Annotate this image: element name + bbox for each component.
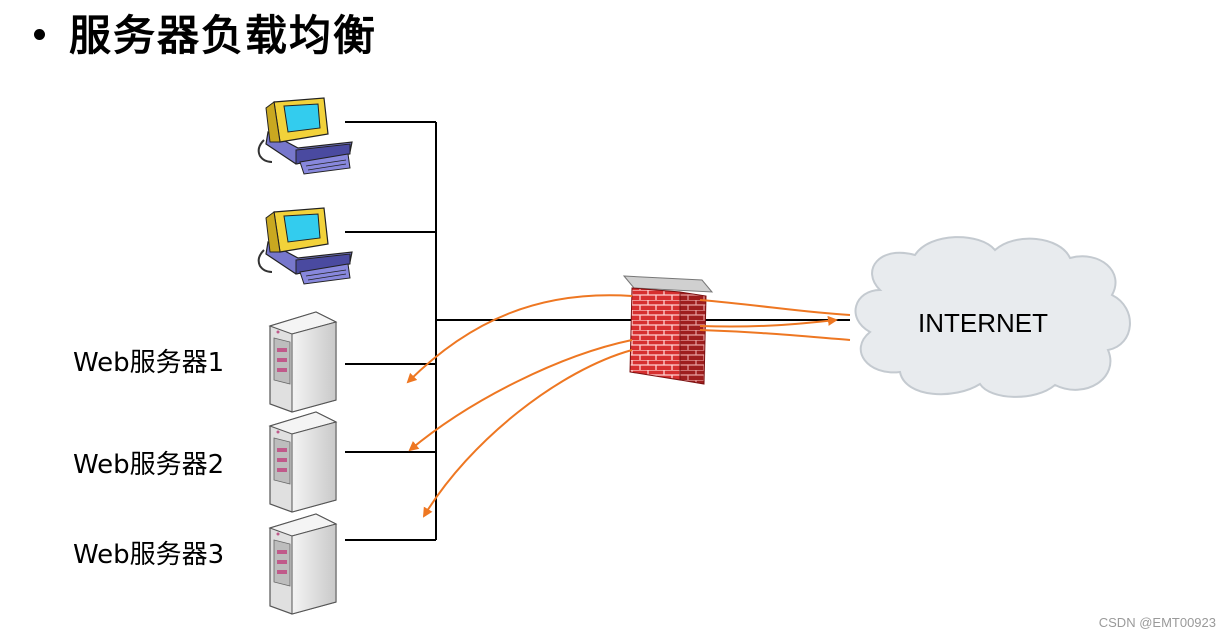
traffic-arrows xyxy=(406,294,851,518)
lan-lines xyxy=(345,121,850,541)
server-label-3: Web服务器3 xyxy=(73,540,225,570)
internet-cloud: INTERNET xyxy=(854,236,1131,398)
server-label-1: Web服务器1 xyxy=(73,348,225,378)
server-icon xyxy=(268,411,338,513)
server-icon xyxy=(268,513,338,615)
workstation-icon xyxy=(257,97,353,175)
bullet-icon xyxy=(34,29,45,40)
firewall-icon xyxy=(622,275,714,385)
server-icon xyxy=(268,311,338,413)
watermark: CSDN @EMT00923 xyxy=(1098,615,1216,630)
slide-title: 服务器负载均衡 xyxy=(34,2,377,63)
internet-label: INTERNET xyxy=(918,308,1048,338)
server-label-2: Web服务器2 xyxy=(73,450,225,480)
workstation-icon xyxy=(257,207,353,285)
title-text: 服务器负载均衡 xyxy=(69,11,378,60)
